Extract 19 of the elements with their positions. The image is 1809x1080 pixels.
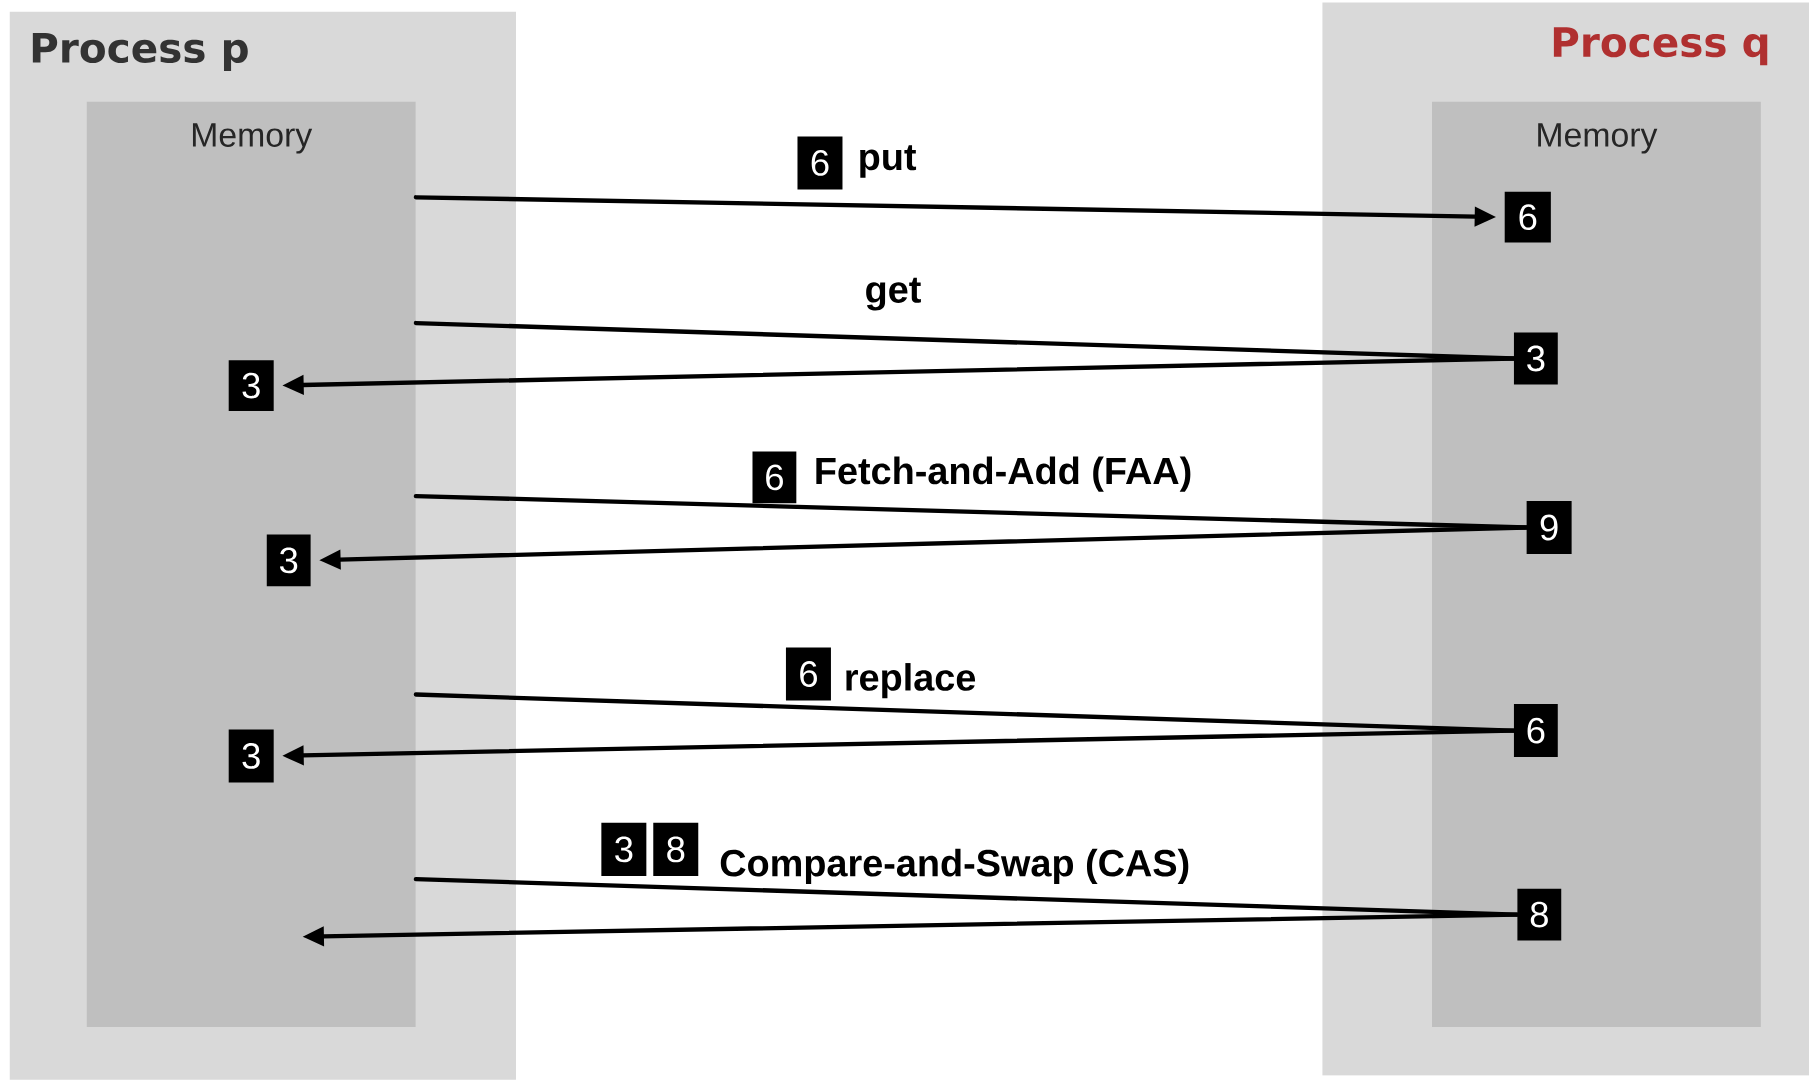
value-box: 6 <box>752 451 797 504</box>
value-box: 8 <box>1517 888 1562 941</box>
edge-label: replace <box>846 663 976 699</box>
value-box: 9 <box>1526 501 1572 555</box>
value-box: 3 <box>601 822 647 876</box>
value-box: 6 <box>1513 704 1558 758</box>
value-box: 6 <box>785 647 831 701</box>
node-label: 6 <box>766 464 783 491</box>
value-box: 3 <box>1513 332 1558 385</box>
value-box: 3 <box>228 360 274 412</box>
edge-label: put <box>860 145 917 178</box>
value-box: 3 <box>266 534 311 587</box>
edge-label: Compare-and-Swap (CAS) <box>720 848 1189 885</box>
edge-label: get <box>866 277 921 311</box>
value-box: 3 <box>228 729 274 783</box>
value-box: 6 <box>797 136 843 190</box>
value-box: 6 <box>1504 191 1551 243</box>
value-box: 8 <box>653 822 699 876</box>
edge-label: Fetch-and-Add (FAA) <box>816 456 1191 492</box>
